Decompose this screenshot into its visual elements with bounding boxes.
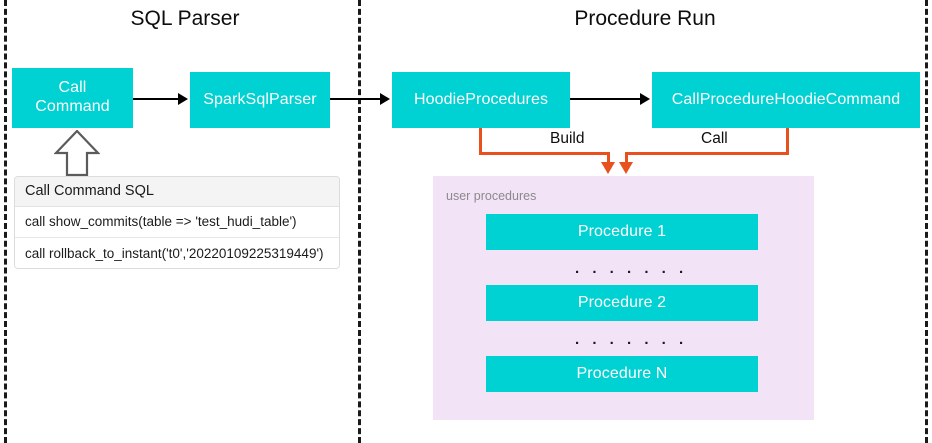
divider-left [4, 0, 7, 443]
call-command-sql-panel: Call Command SQL call show_commits(table… [14, 176, 340, 269]
edge-sparksqlparser-to-hoodieprocedures-arrowhead [380, 93, 390, 105]
user-procedures-label: user procedures [446, 189, 537, 203]
edge-build-vertical-down [607, 152, 610, 164]
block-up-arrow-icon [53, 129, 101, 177]
edge-call-vertical-right [786, 128, 789, 155]
node-procedure-2[interactable]: Procedure 2 [486, 285, 758, 321]
node-call-command-label-line1: Call [58, 79, 87, 97]
node-call-procedure-hoodie-command-label: CallProcedureHoodieCommand [671, 90, 901, 108]
edge-callcommand-to-sparksqlparser-arrowhead [178, 93, 188, 105]
call-command-sql-row[interactable]: call rollback_to_instant('t0','202201092… [15, 238, 339, 268]
section-title-procedure-run: Procedure Run [574, 7, 716, 30]
node-call-command[interactable]: Call Command [12, 68, 133, 128]
edge-sparksqlparser-to-hoodieprocedures [330, 98, 380, 100]
edge-hoodieprocedures-to-callprocedurehoodiecommand [570, 98, 640, 100]
node-procedure-2-label: Procedure 2 [577, 293, 667, 311]
node-hoodie-procedures[interactable]: HoodieProcedures [392, 72, 570, 128]
section-title-sql-parser: SQL Parser [130, 7, 240, 30]
call-command-sql-row[interactable]: call show_commits(table => 'test_hudi_ta… [15, 207, 339, 238]
node-spark-sql-parser-label: SparkSqlParser [203, 90, 317, 108]
procedure-ellipsis: . . . . . . . [575, 331, 688, 348]
node-procedure-n-label: Procedure N [576, 364, 668, 382]
edge-build-vertical-left [479, 128, 482, 155]
edge-hoodieprocedures-to-callprocedurehoodiecommand-arrowhead [640, 93, 650, 105]
edge-callcommand-to-sparksqlparser [133, 98, 178, 100]
divider-middle [358, 0, 361, 443]
edge-build-horizontal [479, 152, 610, 155]
edge-call-arrowhead [619, 162, 633, 174]
node-procedure-1-label: Procedure 1 [577, 222, 667, 240]
edge-call-horizontal [625, 152, 789, 155]
procedure-ellipsis: . . . . . . . [575, 260, 688, 277]
edge-call-vertical-down [625, 152, 628, 164]
node-spark-sql-parser[interactable]: SparkSqlParser [190, 72, 330, 128]
divider-right [925, 0, 928, 443]
node-procedure-1[interactable]: Procedure 1 [486, 214, 758, 250]
call-command-sql-header: Call Command SQL [15, 177, 339, 207]
node-procedure-n[interactable]: Procedure N [486, 356, 758, 392]
edge-build-label: Build [546, 131, 589, 147]
node-hoodie-procedures-label: HoodieProcedures [413, 90, 549, 108]
edge-build-arrowhead [601, 162, 615, 174]
node-call-procedure-hoodie-command[interactable]: CallProcedureHoodieCommand [652, 72, 920, 128]
edge-call-label: Call [697, 131, 732, 147]
node-call-command-label-line2: Command [35, 98, 110, 115]
